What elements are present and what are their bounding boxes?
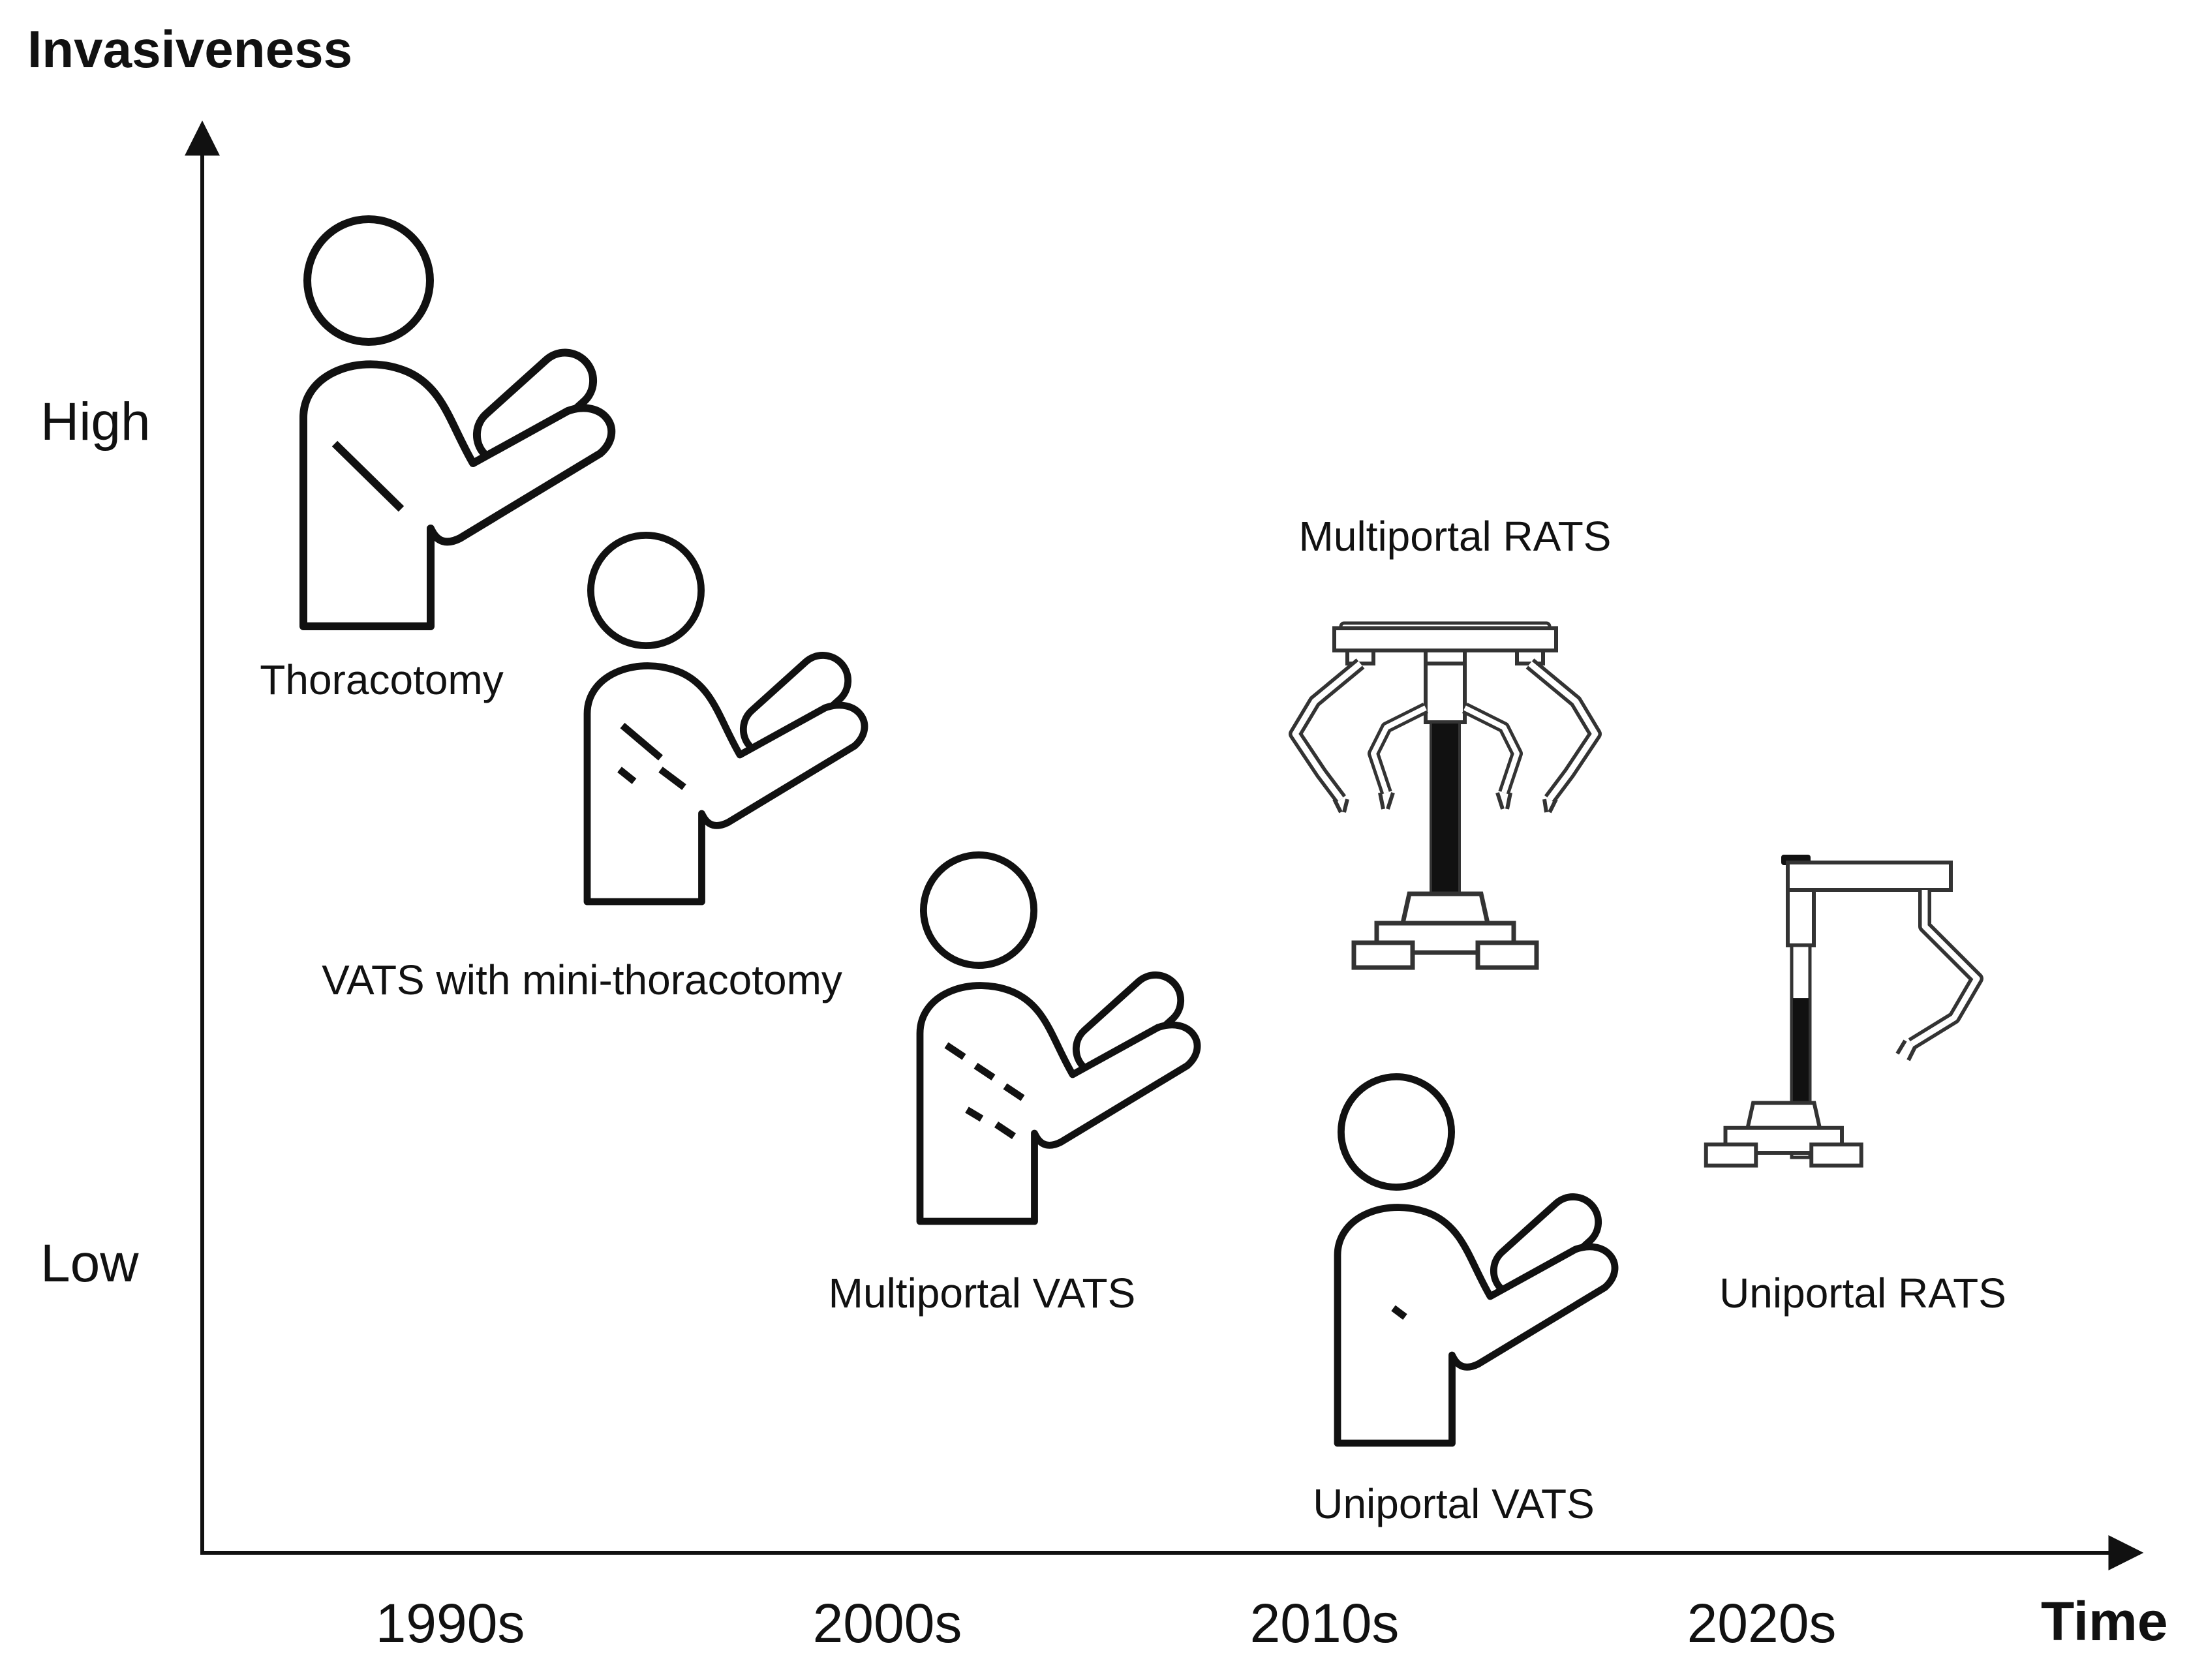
method-label-uniportal-rats: Uniportal RATS [1719, 1270, 2006, 1317]
method-label-vats-mini: VATS with mini-thoracotomy [322, 956, 842, 1003]
robot-uniportal-icon [1706, 855, 1983, 1166]
x-tick-label: 2020s [1687, 1593, 1837, 1654]
person-vats-mini-icon [587, 535, 865, 902]
person-thoracotomy-icon [303, 219, 611, 626]
person-uniportal-vats-icon [1338, 1077, 1615, 1443]
method-label-multiportal-vats: Multiportal VATS [828, 1270, 1136, 1317]
x-tick-label: 1990s [375, 1593, 525, 1654]
y-level-high: High [40, 392, 151, 451]
y-axis-title: Invasiveness [27, 20, 353, 78]
robot-multiportal-icon [1289, 621, 1602, 968]
x-tick-label: 2010s [1249, 1593, 1400, 1654]
method-label-uniportal-vats: Uniportal VATS [1313, 1480, 1595, 1527]
method-label-multiportal-rats: Multiportal RATS [1298, 513, 1612, 560]
x-tick-label: 2000s [812, 1593, 962, 1654]
y-level-low: Low [40, 1234, 139, 1293]
x-axis-title: Time [2041, 1591, 2168, 1652]
person-multiportal-vats-icon [920, 855, 1197, 1221]
method-label-thoracotomy: Thoracotomy [260, 656, 504, 703]
